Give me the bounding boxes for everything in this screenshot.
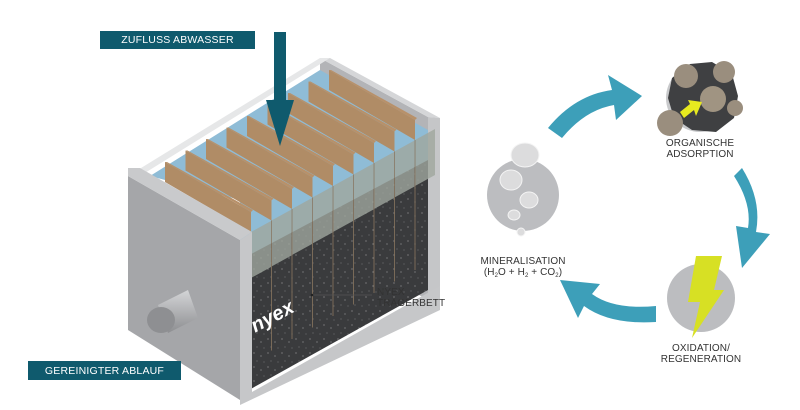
outflow-label: GEREINIGTER ABLAUF [28, 361, 181, 380]
plate-face [267, 104, 354, 175]
formula-part: O + H [498, 267, 525, 278]
plate-top [267, 104, 356, 155]
outflow-pipe [147, 290, 198, 333]
plate-submerged [333, 175, 353, 232]
formula-subscript: 2 [524, 273, 529, 279]
oxidation-caption-line1: OXIDATION/ [671, 343, 731, 354]
mineralisation-caption-line1: MINERALISATION [480, 256, 566, 267]
adsorption-caption: ORGANISCHE ADSORPTION [660, 138, 740, 160]
carrier-bed-caption-line1: NYEX [377, 287, 405, 298]
adsorption-caption-line2: ADSORPTION [666, 149, 734, 160]
plate-face [226, 127, 313, 198]
plate-face [165, 162, 251, 232]
tank-front-edge [128, 168, 252, 240]
plate-top [247, 116, 335, 166]
carrier-bed [240, 160, 428, 395]
plate-face [206, 139, 292, 209]
plate-face [185, 150, 272, 221]
plate-top [226, 127, 315, 178]
tank-back-wall-top [320, 58, 440, 118]
plate-top [165, 162, 253, 212]
plate-face [329, 70, 415, 140]
plate-face [308, 81, 395, 152]
plate-face [288, 93, 374, 163]
mineralisation-formula: (H2O + H2 + CO2) [473, 267, 573, 282]
lightning-icon [667, 256, 735, 338]
bubbles-icon [487, 142, 559, 237]
plate-submerged [353, 163, 374, 221]
cycle-arrow-right [734, 168, 770, 268]
plate-top [185, 150, 274, 201]
cycle-arrow-bottom [560, 280, 656, 323]
oxidation-caption: OXIDATION/ REGENERATION [656, 343, 746, 365]
plate-submerged [312, 186, 333, 244]
inflow-arrow [266, 32, 294, 146]
plate-submerged [415, 129, 435, 186]
electrode-plates [165, 70, 435, 362]
formula-subscript: 2 [555, 273, 559, 279]
plate-top [308, 81, 397, 132]
formula-part: ) [558, 267, 563, 278]
inflow-label: ZUFLUSS ABWASSER [100, 31, 255, 49]
plate-submerged [292, 198, 312, 255]
adsorption-particle-icon [657, 61, 743, 136]
plate-submerged [394, 140, 415, 198]
carrier-bed-caption-line2: TRÄGERBETT [377, 298, 446, 309]
plate-submerged [374, 152, 394, 209]
formula-subscript: 2 [494, 273, 499, 279]
tank-front-lip [240, 232, 440, 405]
plate-top [206, 139, 294, 189]
tank-front-face [128, 176, 240, 400]
formula-part: + CO [528, 267, 556, 278]
mineralisation-caption: MINERALISATION (H2O + H2 + CO2) [473, 256, 573, 282]
plate-submerged [271, 209, 292, 267]
cycle-arrow-top [548, 75, 642, 138]
adsorption-caption-line1: ORGANISCHE [665, 138, 735, 149]
plate-top [288, 93, 376, 143]
oxidation-caption-line2: REGENERATION [660, 354, 742, 365]
formula-part: (H [483, 267, 495, 278]
plate-face [247, 116, 333, 186]
plate-submerged [251, 221, 271, 278]
plate-top [329, 70, 417, 120]
carrier-bed-caption: NYEX TRÄGERBETT [377, 287, 445, 309]
